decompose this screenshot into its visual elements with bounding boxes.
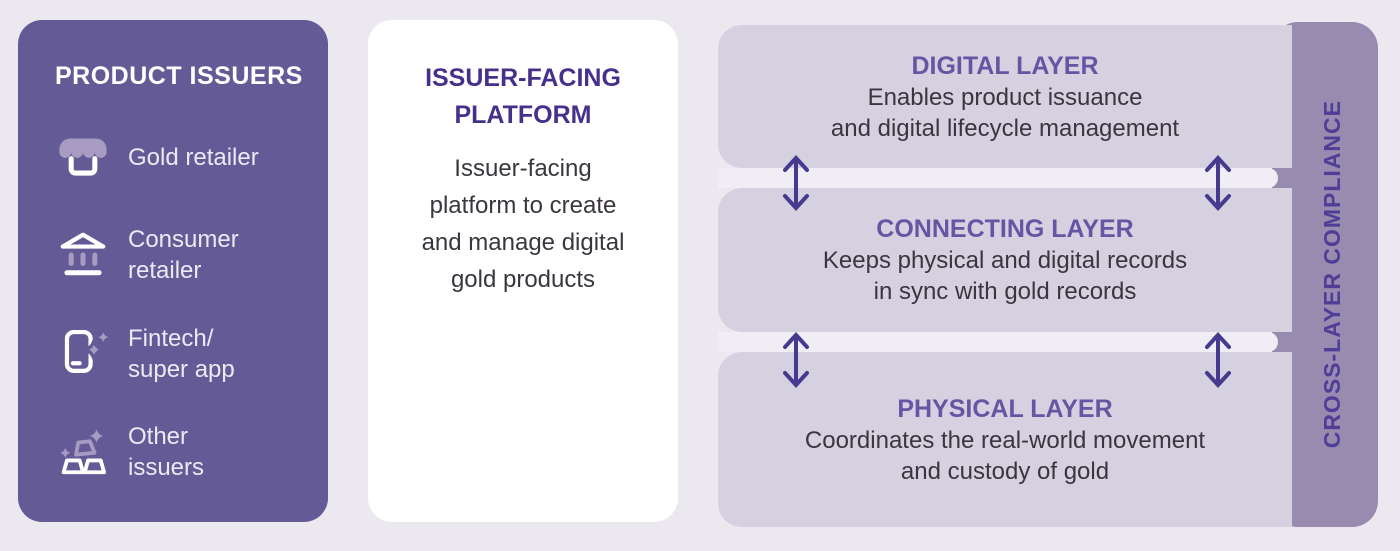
connecting-layer-title: CONNECTING LAYER bbox=[876, 215, 1134, 243]
bank-icon bbox=[60, 232, 106, 276]
product-issuers-title: PRODUCT ISSUERS bbox=[55, 62, 303, 90]
issuer-item-label: Fintech/super app bbox=[128, 325, 235, 383]
layer-gap-stripe bbox=[718, 168, 1278, 188]
digital-connecting-arrow-right-icon bbox=[1205, 155, 1231, 211]
issuer-facing-platform-card: ISSUER-FACING PLATFORM Issuer-facing pla… bbox=[368, 20, 678, 522]
physical-layer-title: PHYSICAL LAYER bbox=[897, 394, 1113, 423]
platform-description: Issuer-facing platform to create and man… bbox=[421, 155, 625, 293]
connecting-physical-arrow-right-icon bbox=[1205, 332, 1231, 388]
layer-gap-stripe bbox=[718, 332, 1278, 352]
gold-bars-icon bbox=[60, 429, 106, 475]
digital-layer-card: DIGITAL LAYER Enables product issuance a… bbox=[718, 25, 1292, 168]
phone-sparkle-icon bbox=[64, 329, 109, 373]
digital-layer-title: DIGITAL LAYER bbox=[911, 51, 1099, 80]
issuer-item-fintech-super-app: Fintech/super app bbox=[56, 323, 235, 385]
physical-layer-card: PHYSICAL LAYER Coordinates the real-worl… bbox=[718, 352, 1292, 527]
issuer-item-gold-retailer: Gold retailer bbox=[56, 126, 259, 188]
connecting-physical-arrow-left-icon bbox=[783, 332, 809, 388]
digital-connecting-arrow-left-icon bbox=[783, 155, 809, 211]
issuer-item-label: Gold retailer bbox=[128, 143, 259, 171]
cross-layer-compliance-label: CROSS-LAYER COMPLIANCE bbox=[1318, 100, 1345, 449]
storefront-icon bbox=[59, 138, 107, 176]
platform-title: ISSUER-FACING PLATFORM bbox=[425, 64, 621, 129]
connecting-layer-card: CONNECTING LAYER Keeps physical and digi… bbox=[718, 188, 1292, 332]
